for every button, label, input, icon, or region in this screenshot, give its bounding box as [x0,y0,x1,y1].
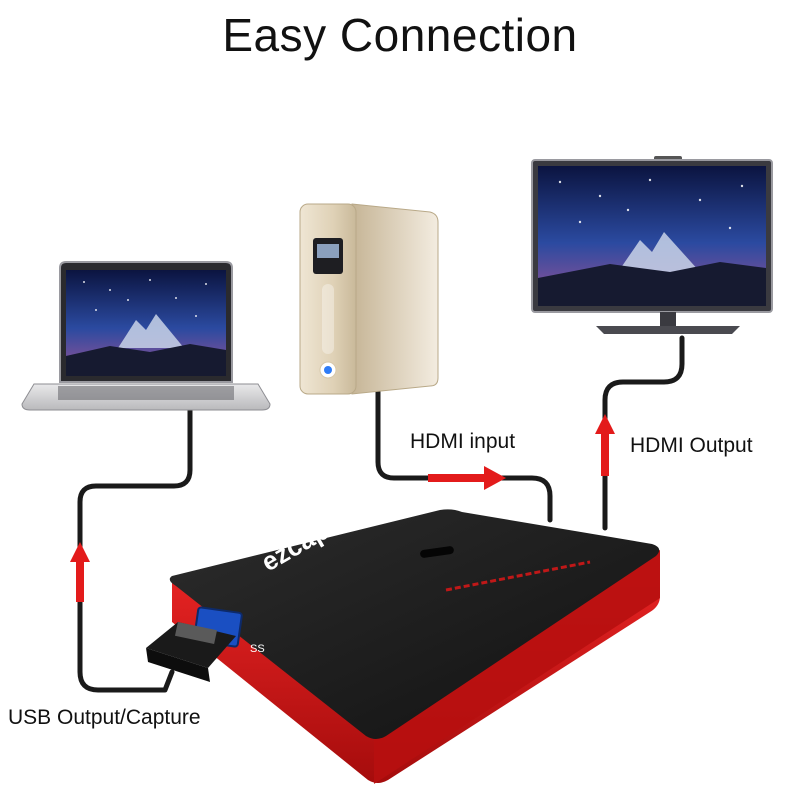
arrow-right-icon [428,466,506,490]
hdmi-source-device [299,203,439,395]
capture-device: ezcap SS [146,509,660,784]
page-title: Easy Connection [222,9,578,61]
usb-cable [77,403,193,693]
device-spec-print [445,560,591,592]
usb-plug [146,621,236,682]
arrow-up-icon [595,414,615,476]
arrow-up-icon [70,542,90,602]
hdmi-input-label: HDMI input [410,430,516,453]
hdmi-output-cable [602,335,685,531]
hdmi-output-label: HDMI Output [630,434,753,457]
flow-arrows [70,414,615,602]
usb-port-label: SS [250,643,265,655]
television [531,156,773,334]
laptop [21,261,271,411]
usb-output-label: USB Output/Capture [8,706,201,729]
hdmi-input-cable [375,385,553,523]
